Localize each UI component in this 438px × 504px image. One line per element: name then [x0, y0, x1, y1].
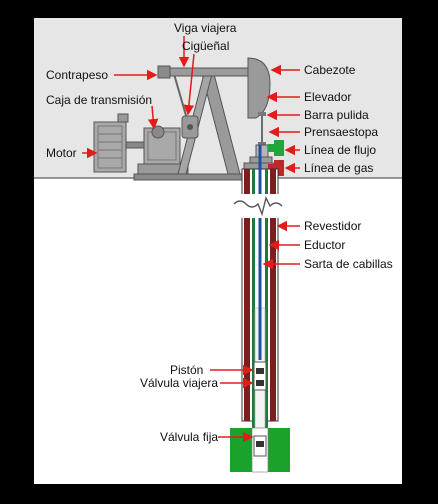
label-valvula-fija: Válvula fija — [160, 430, 218, 444]
label-contrapeso-group: Contrapeso — [46, 68, 158, 82]
underground-area — [34, 178, 402, 484]
label-valvula-viajera: Válvula viajera — [140, 376, 218, 390]
label-barra-pulida-group: Barra pulida — [266, 108, 369, 122]
label-valvula-viajera-group: Válvula viajera — [140, 376, 254, 390]
label-ciguenal: Cigüeñal — [182, 39, 229, 53]
label-prensaestopa: Prensaestopa — [304, 125, 378, 139]
horsehead — [247, 57, 271, 119]
label-motor-group: Motor — [46, 146, 98, 160]
bridle-and-polished-rod — [258, 112, 266, 145]
label-contrapeso: Contrapeso — [46, 68, 108, 82]
label-prensaestopa-group: Prensaestopa — [268, 125, 378, 139]
plunger-piston — [253, 361, 267, 391]
flow-line — [268, 140, 284, 156]
label-revestidor: Revestidor — [304, 219, 361, 233]
label-linea-gas-group: Línea de gas — [284, 161, 373, 175]
label-piston-group: Pistón — [170, 363, 254, 377]
pump-jack-diagram: Viga viajera Cigüeñal Contrapeso Cabezot… — [34, 18, 402, 484]
label-elevador-group: Elevador — [266, 90, 351, 104]
label-linea-flujo: Línea de flujo — [304, 143, 376, 157]
label-barra-pulida: Barra pulida — [304, 108, 369, 122]
label-sarta-cabillas-group: Sarta de cabillas — [262, 257, 393, 271]
label-eductor-group: Eductor — [268, 238, 345, 252]
label-cabezote-group: Cabezote — [270, 63, 356, 77]
label-eductor: Eductor — [304, 238, 345, 252]
sucker-rod-string — [258, 145, 262, 360]
label-viga-viajera-group: Viga viajera — [174, 21, 237, 68]
label-motor: Motor — [46, 146, 77, 160]
label-revestidor-group: Revestidor — [276, 219, 361, 233]
label-linea-flujo-group: Línea de flujo — [284, 143, 376, 157]
standing-valve — [253, 435, 267, 457]
walking-beam — [157, 65, 255, 79]
label-piston: Pistón — [170, 363, 203, 377]
label-elevador: Elevador — [304, 90, 351, 104]
label-ciguenal-group: Cigüeñal — [182, 39, 229, 116]
label-sarta-cabillas: Sarta de cabillas — [304, 257, 393, 271]
crank-counterweight — [181, 115, 199, 139]
label-valvula-fija-group: Válvula fija — [160, 430, 254, 444]
label-caja-transmision-group: Caja de transmisión — [46, 93, 159, 130]
label-linea-gas: Línea de gas — [304, 161, 373, 175]
label-viga-viajera: Viga viajera — [174, 21, 237, 35]
break-symbol — [233, 194, 286, 218]
gas-line — [268, 160, 284, 176]
motor — [93, 113, 147, 173]
label-caja-transmision: Caja de transmisión — [46, 93, 152, 107]
label-cabezote: Cabezote — [304, 63, 356, 77]
